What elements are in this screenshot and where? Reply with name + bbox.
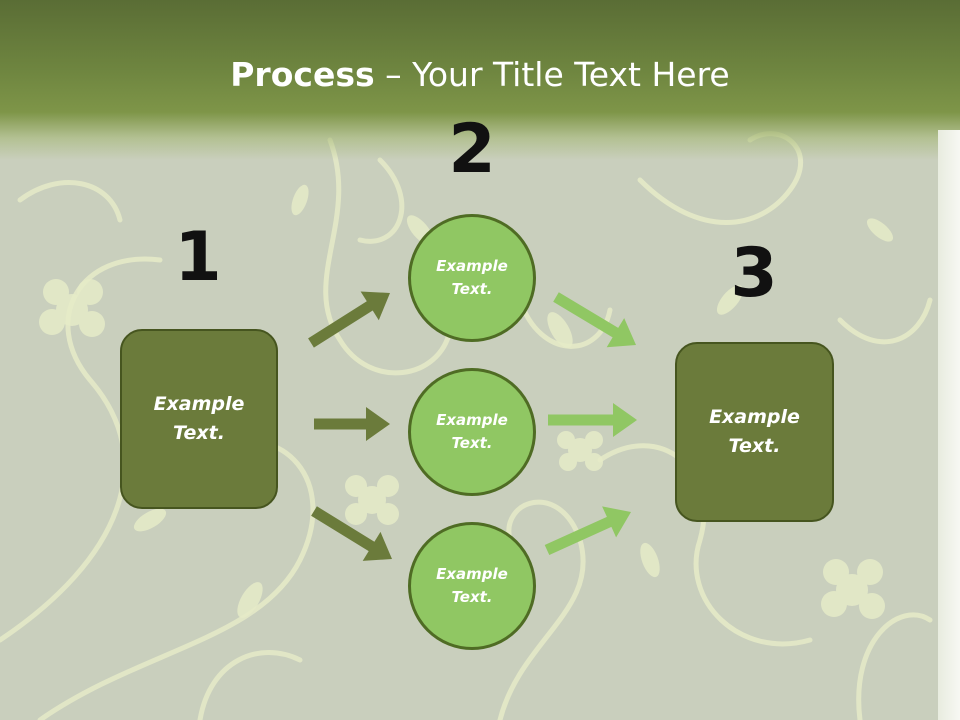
right-process-box: Example Text.	[675, 342, 834, 522]
title-rest-part: – Your Title Text Here	[374, 55, 730, 94]
slide-title: Process – Your Title Text Here	[0, 52, 960, 98]
right-box-text: Example Text.	[709, 406, 800, 457]
step-number-3: 3	[730, 234, 778, 313]
left-box-text: Example Text.	[153, 393, 245, 444]
circle-middle-text: Example Text.	[436, 411, 508, 452]
arrow-left-to-middle	[314, 407, 390, 441]
title-bold-part: Process	[230, 55, 375, 94]
circle-top-text: Example Text.	[436, 257, 508, 298]
title-band	[0, 0, 960, 160]
process-circle-top: Example Text.	[408, 214, 536, 342]
process-circle-middle: Example Text.	[408, 368, 536, 496]
process-circle-bottom: Example Text.	[408, 522, 536, 650]
left-process-box: Example Text.	[120, 329, 278, 509]
arrow-bottom-to-right	[544, 506, 631, 555]
step-number-1: 1	[174, 218, 222, 297]
right-edge-strip	[938, 130, 960, 720]
arrow-middle-to-right	[548, 403, 637, 437]
arrow-top-to-right	[553, 292, 636, 348]
circle-bottom-text: Example Text.	[436, 565, 508, 606]
arrow-left-to-top	[308, 291, 390, 348]
step-number-2: 2	[448, 110, 496, 189]
arrow-left-to-bottom	[311, 506, 392, 561]
